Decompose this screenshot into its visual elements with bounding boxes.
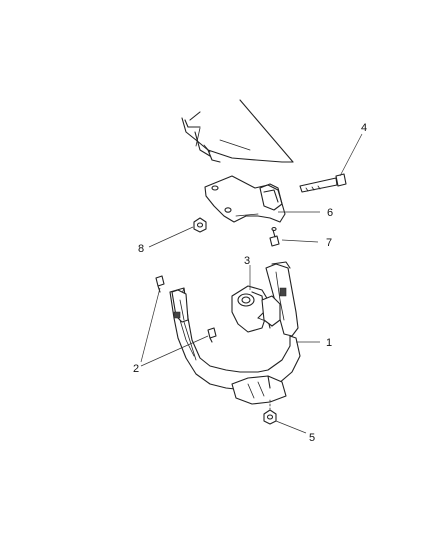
callout-1: 1 [326,337,332,349]
nut-8 [193,217,207,233]
leader-lines [140,133,363,434]
stud-2-upper [155,275,165,293]
frame-rail [181,99,294,163]
callout-6: 6 [327,207,333,219]
callout-8: 8 [138,243,144,255]
callout-5: 5 [309,432,315,444]
nut-5 [263,399,277,425]
bolt-long [299,173,347,193]
callout-7: 7 [326,237,332,249]
callout-2: 2 [133,363,139,375]
stud-2-lower [207,327,217,343]
callout-4: 4 [361,122,367,134]
bolt-7 [269,226,280,247]
crossmember [169,261,301,405]
callout-3: 3 [244,255,250,267]
upper-mount-bracket [204,175,286,223]
